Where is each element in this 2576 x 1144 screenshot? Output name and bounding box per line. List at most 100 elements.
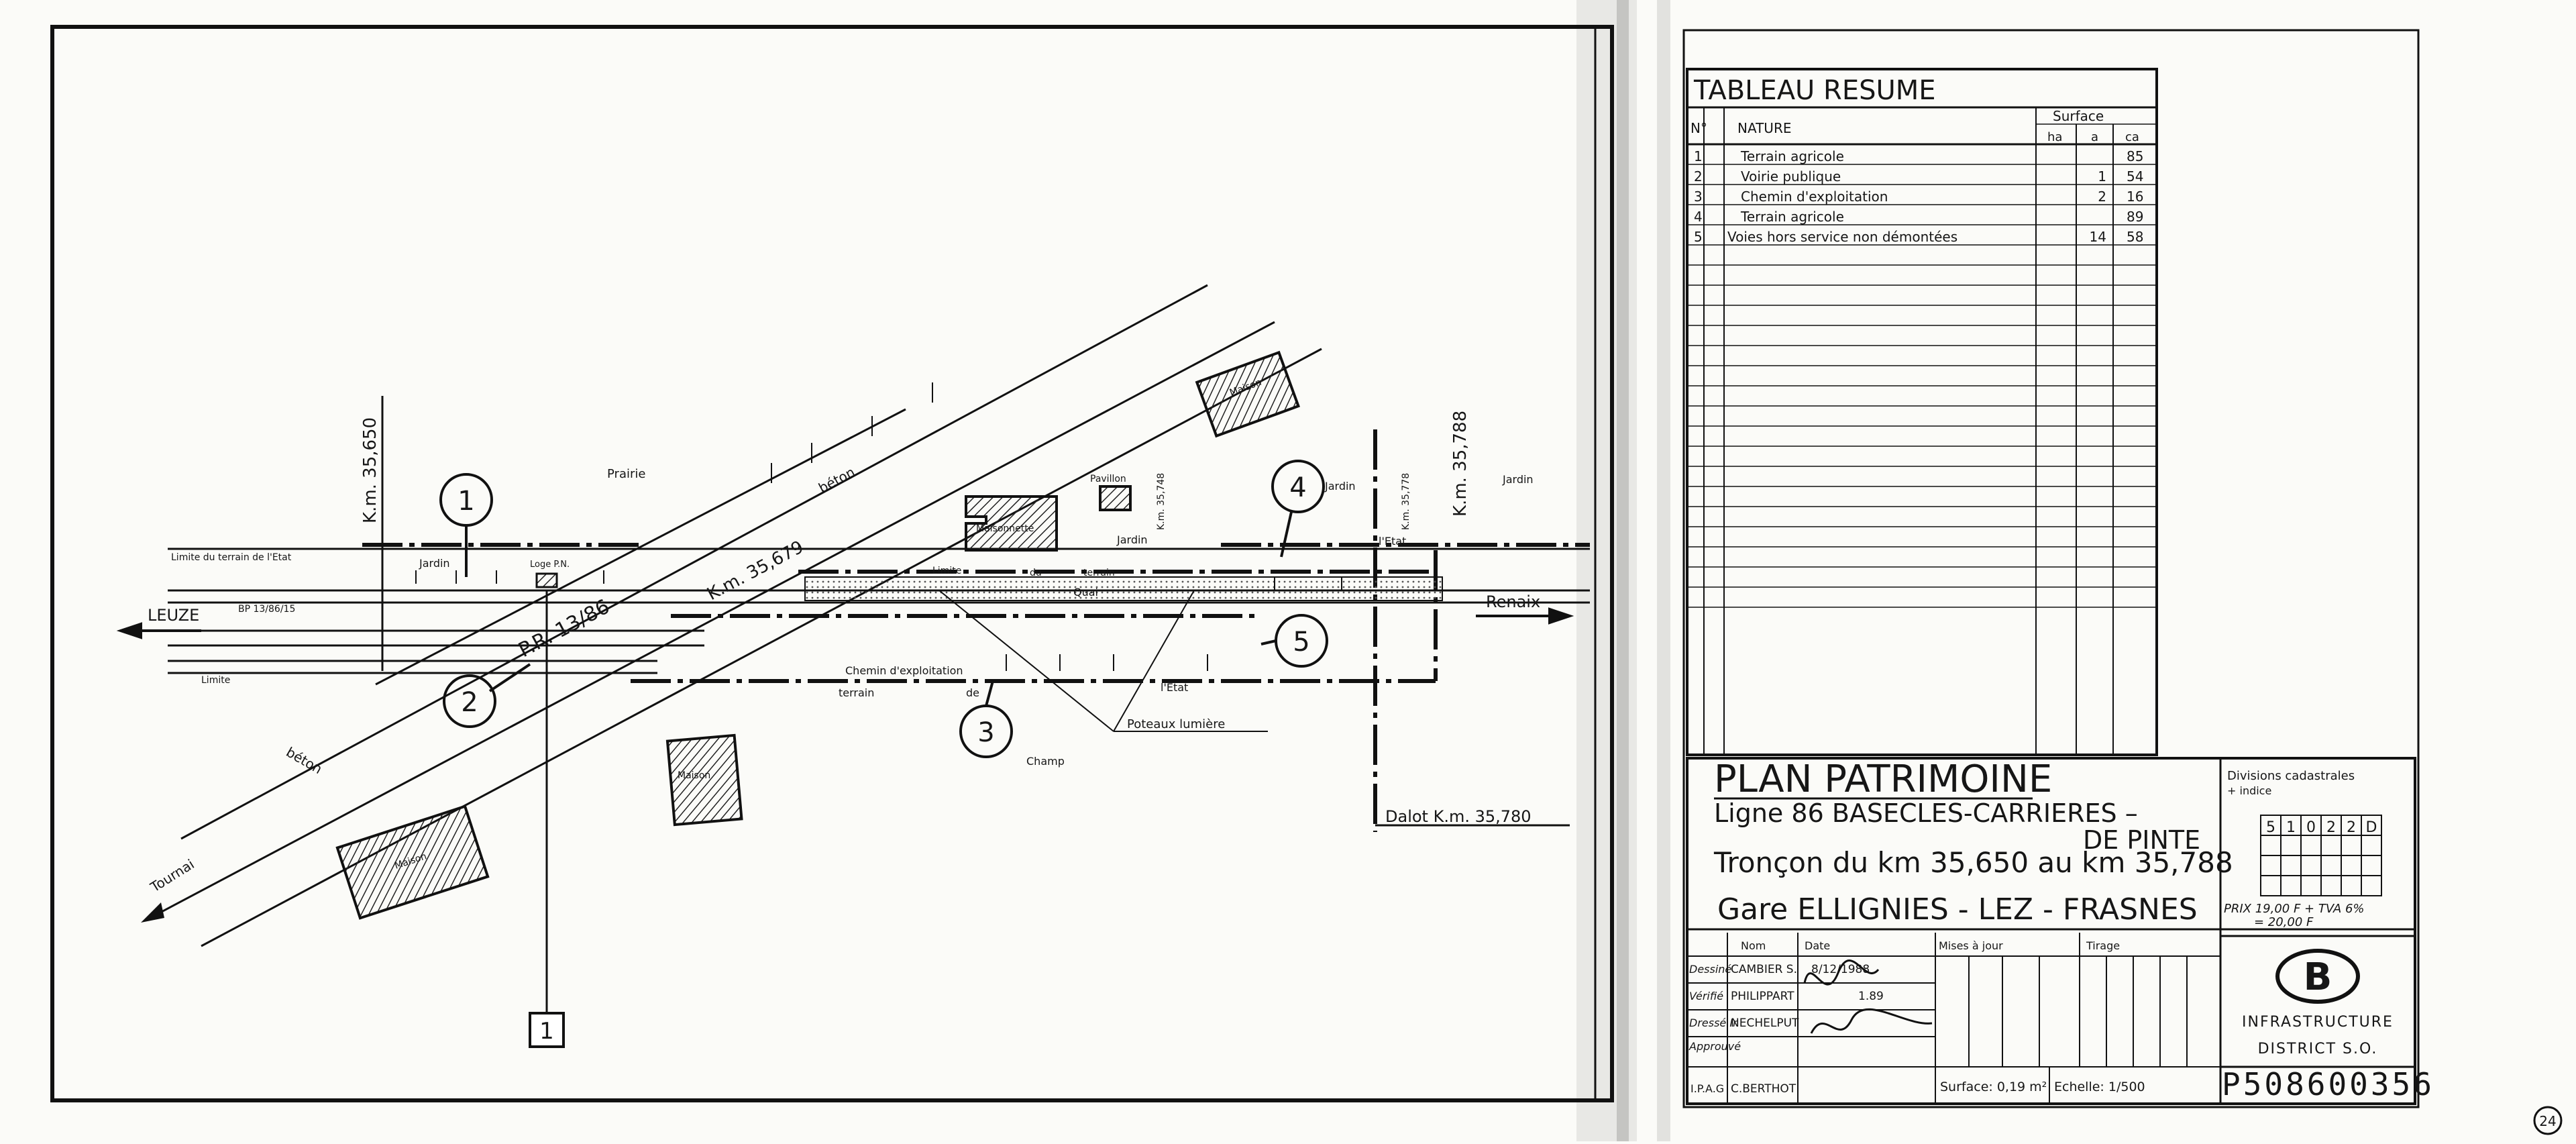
- row-nature: Voirie publique: [1741, 168, 1841, 185]
- parcel-boundaries: [362, 429, 1590, 832]
- label-champ: Champ: [1026, 755, 1065, 768]
- plan-line2: Tronçon du km 35,650 au km 35,788: [1713, 846, 2233, 879]
- plan-line1: Ligne 86 BASECLES-CARRIERES –: [1714, 798, 2138, 828]
- label-du: du: [1030, 568, 1042, 578]
- plan-line3: Gare ELLIGNIES - LEZ - FRASNES: [1717, 892, 2198, 927]
- name-verifie: PHILIPPART: [1731, 990, 1794, 1003]
- label-bp: BP 13/86/15: [238, 604, 295, 615]
- building-pavillon: [1099, 485, 1132, 511]
- tableau-row: 4 Terrain agricole 89: [1694, 209, 2143, 225]
- tournai-arrow: [141, 902, 164, 923]
- label-jardin-2: Jardin: [1116, 533, 1148, 546]
- tableau-col-ca: ca: [2125, 130, 2139, 144]
- echelle: Echelle: 1/500: [2054, 1080, 2145, 1094]
- tableau-resume: TABLEAU RESUME N° NATURE Surface ha a ca…: [1686, 68, 2158, 756]
- building-maison-1: [1195, 350, 1301, 438]
- role-verifie: Vérifié: [1689, 990, 1723, 1002]
- label-jardin-4: Jardin: [1502, 473, 1534, 486]
- tableau-col-no: N°: [1690, 120, 1707, 136]
- tableau-col-a: a: [2091, 130, 2098, 144]
- divisions-sub: + indice: [2227, 784, 2271, 797]
- row-ca: 58: [2127, 229, 2143, 245]
- building-maison-3: [335, 804, 490, 920]
- prix-total: = 20,00 F: [2254, 915, 2314, 929]
- row-ca: 54: [2127, 168, 2143, 185]
- loge-pn: [535, 572, 558, 588]
- division-cell: 0: [2306, 819, 2316, 836]
- sheet-number-badge: [2533, 1106, 2563, 1135]
- row-nature: Terrain agricole: [1740, 148, 1844, 164]
- row-ca: 85: [2127, 148, 2143, 164]
- label-tournai: Tournai: [147, 856, 197, 896]
- head-nom: Nom: [1741, 939, 1766, 952]
- label-prairie: Prairie: [607, 467, 645, 481]
- row-no: 5: [1694, 229, 1703, 245]
- row-no: 4: [1694, 209, 1703, 225]
- label-km-35788: K.m. 35,788: [1450, 411, 1470, 517]
- infrastructure-label: INFRASTRUCTURE: [2242, 1014, 2394, 1031]
- tableau-row: 3 Chemin d'exploitation 2 16: [1694, 189, 2143, 205]
- surface: Surface: 0,19 m²: [1940, 1080, 2047, 1094]
- role-dresse: Dressé Ir: [1689, 1017, 1738, 1029]
- label-poteaux: Poteaux lumière: [1127, 717, 1225, 731]
- vegetation-ticks: [415, 382, 1342, 671]
- building-maisonnette: [965, 495, 1058, 552]
- name-ipag: C.BERTHOT: [1731, 1082, 1796, 1096]
- signature-scribble-1: [1803, 959, 1880, 986]
- sheet-number: 24: [2539, 1113, 2556, 1129]
- row-ca: 89: [2127, 209, 2143, 225]
- date-verifie: 1.89: [1858, 990, 1884, 1003]
- label-dalot: Dalot K.m. 35,780: [1385, 807, 1532, 826]
- parcel-label-4: 4: [1289, 472, 1306, 503]
- prix: PRIX 19,00 F + TVA 6%: [2224, 902, 2365, 916]
- role-ipag: I.P.A.G: [1690, 1082, 1724, 1095]
- division-cell: 2: [2326, 819, 2336, 836]
- row-no: 1: [1694, 148, 1703, 164]
- frame-index-label: 1: [539, 1018, 554, 1045]
- label-jardin-1: Jardin: [419, 557, 450, 570]
- label-chemin: Chemin d'exploitation: [845, 664, 963, 677]
- divisions-title: Divisions cadastrales: [2227, 769, 2355, 783]
- label-km-35778: K.m. 35,778: [1401, 473, 1411, 530]
- logo-letter: B: [2304, 955, 2332, 999]
- label-km-35748: K.m. 35,748: [1156, 473, 1167, 530]
- role-approuve: Approuvé: [1688, 1040, 1741, 1053]
- division-cell: 2: [2347, 819, 2356, 836]
- parcel-label-2: 2: [461, 687, 478, 718]
- drawing-frame: [50, 25, 1614, 1102]
- head-date: Date: [1805, 939, 1830, 952]
- label-km-35650: K.m. 35,650: [360, 417, 380, 523]
- name-dessine: CAMBIER S.: [1731, 963, 1797, 976]
- label-limite-du: Limite: [932, 566, 961, 576]
- label-limite-etat: Limite du terrain de l'Etat: [171, 552, 292, 563]
- division-cell: D: [2366, 819, 2377, 836]
- label-terrain-2: terrain: [839, 686, 874, 699]
- label-quai: Quai: [1073, 586, 1098, 599]
- label-letat: l'Etat: [1161, 681, 1188, 694]
- division-cell: 5: [2266, 819, 2275, 836]
- tableau-col-nature: NATURE: [1737, 120, 1791, 136]
- head-mises: Mises à jour: [1939, 939, 2003, 952]
- label-de: de: [966, 686, 979, 699]
- drawing-reference: P508600356: [2222, 1066, 2434, 1102]
- label-renaix: Renaix: [1486, 592, 1540, 611]
- tableau-col-surface: Surface: [2053, 108, 2104, 124]
- label-pavillon: Pavillon: [1090, 474, 1126, 484]
- frame-index-box: [529, 1012, 565, 1048]
- label-maisonnette: Maisonnette: [976, 523, 1034, 534]
- right-frame: [1682, 29, 2420, 1108]
- row-no: 3: [1694, 189, 1703, 205]
- tableau-row-lines: [1687, 164, 2157, 608]
- row-nature: Chemin d'exploitation: [1741, 189, 1888, 205]
- row-a: 1: [2098, 168, 2106, 185]
- label-maison-2: Maison: [678, 770, 710, 781]
- tableau-title: TABLEAU RESUME: [1693, 75, 1936, 106]
- tableau-row: 5 Voies hors service non démontées 14 58: [1694, 229, 2143, 245]
- label-leuze: LEUZE: [148, 606, 199, 625]
- building-maison-2: [665, 733, 743, 827]
- row-ca: 16: [2127, 189, 2143, 205]
- tableau-col-ha: ha: [2047, 130, 2062, 144]
- division-cell: 1: [2286, 819, 2296, 836]
- signature-grid: [1687, 933, 2220, 1104]
- scan-noise: [1576, 0, 1670, 1141]
